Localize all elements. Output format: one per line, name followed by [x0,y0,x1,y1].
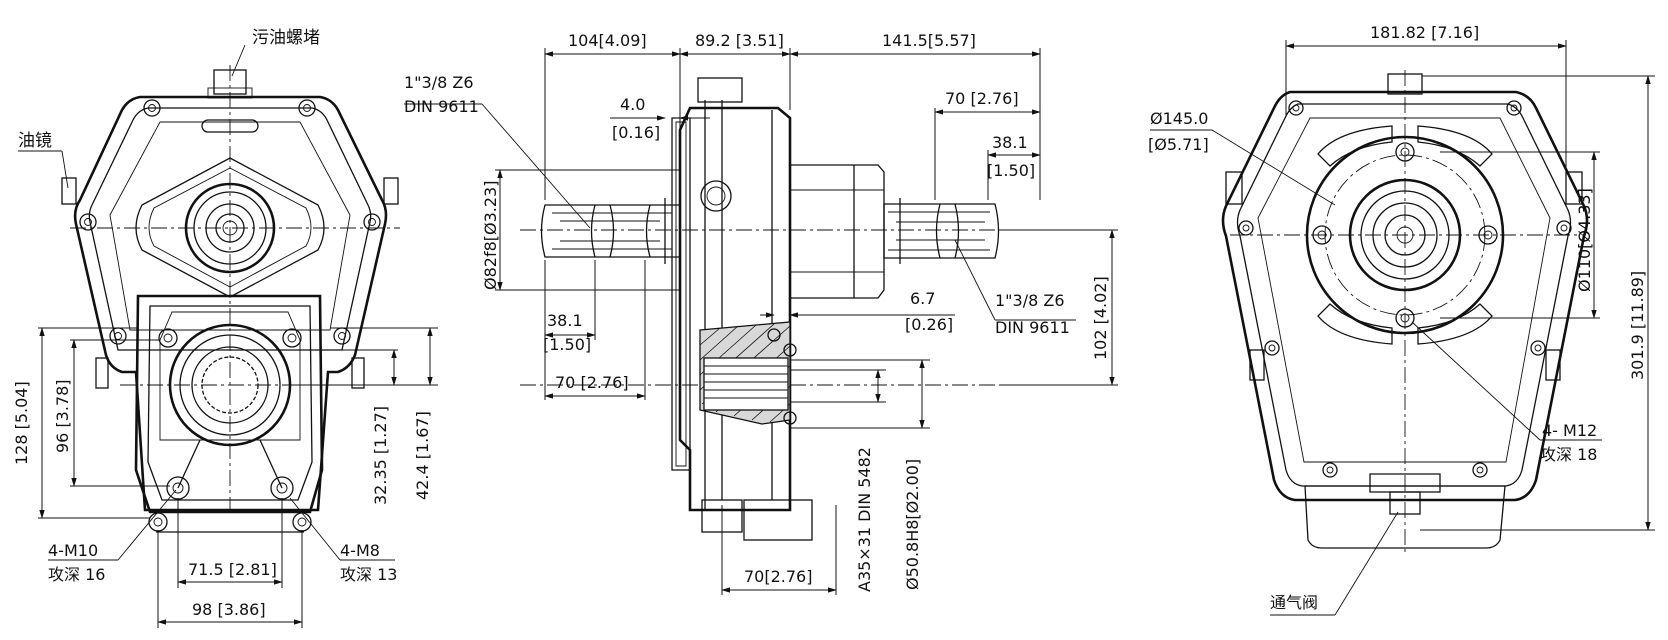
dim-96: 96 [3.78] [53,379,72,453]
side-view: 104[4.09] 89.2 [3.51] 141.5[5.57] 1"3/8 … [404,31,1118,595]
dim-70-bottom: 70[2.76] [744,567,812,586]
spline-right-line1: 1"3/8 Z6 [995,291,1065,310]
dim-145-in: [Ø5.71] [1148,135,1209,154]
rear-top-plug [1387,73,1423,95]
dim-38-1-left: 38.1 [547,311,583,330]
dim-4-0: 4.0 [620,95,645,114]
sight-glass-label: 油镜 [18,131,52,151]
dim-301-9: 301.9 [11.89] [1628,271,1647,380]
dim-70-left: 70 [2.76] [555,373,629,392]
drain-plug-label: 污油螺堵 [252,28,320,48]
dim-181-82: 181.82 [7.16] [1370,23,1479,42]
side-top-plug [697,77,743,103]
dim-38-1-right-in: [1.50] [987,161,1035,180]
breather-valve [1389,491,1421,515]
dim-141-5: 141.5[5.57] [882,31,976,50]
front-housing-outline [73,95,388,512]
thread-m12-depth: 攻深 18 [1540,445,1597,464]
dim-70-right-top: 70 [2.76] [945,89,1019,108]
dim-38-1-left-in: [1.50] [543,335,591,354]
breather-label: 通气阀 [1270,593,1318,612]
dim-a35: A35×31 DIN 5482 [855,447,874,592]
dim-42-4: 42.4 [1.67] [413,411,432,500]
rear-view: 181.82 [7.16] Ø145.0 [Ø5.71] Ø110[Ø4.33]… [1148,23,1655,616]
dim-104: 104[4.09] [568,31,647,50]
dim-128: 128 [5.04] [12,381,31,465]
right-output-shaft [883,203,1000,259]
spline-left-line1: 1"3/8 Z6 [404,73,474,92]
spline-right-line2: DIN 9611 [995,318,1070,337]
dim-98: 98 [3.86] [192,600,266,619]
front-top-plug [213,69,247,95]
thread-m12: 4- M12 [1542,421,1597,440]
dim-38-1-right: 38.1 [992,133,1028,152]
left-input-shaft [540,204,681,258]
dim-6-7-in: [0.26] [905,315,953,334]
thread-m10: 4-M10 [48,541,98,560]
dim-102: 102 [4.02] [1091,276,1110,360]
dim-110: Ø110[Ø4.33] [1575,188,1594,292]
dim-71-5: 71.5 [2.81] [188,560,277,579]
thread-m8: 4-M8 [340,541,380,560]
thread-m8-depth: 攻深 13 [340,565,397,584]
dim-89-2: 89.2 [3.51] [695,31,784,50]
dim-82: Ø82f8[Ø3.23] [481,181,500,290]
thread-m10-depth: 攻深 16 [48,565,105,584]
dim-50-8: Ø50.8H8[Ø2.00] [903,459,922,590]
dim-4-0-in: [0.16] [612,123,660,142]
dim-6-7: 6.7 [910,289,935,308]
dim-145: Ø145.0 [1150,109,1208,128]
rear-housing-outline [1221,90,1589,502]
front-view: 污油螺堵 油镜 128 [5.04] 96 [3.78] 32.35 [1.27… [12,28,438,628]
dim-32-35: 32.35 [1.27] [371,406,390,505]
spline-left-line2: DIN 9611 [404,97,479,116]
